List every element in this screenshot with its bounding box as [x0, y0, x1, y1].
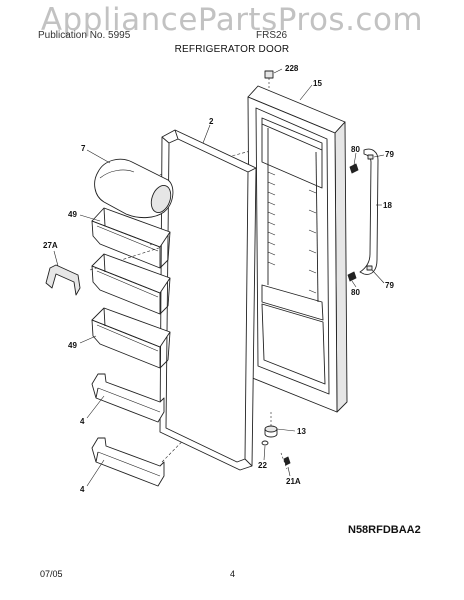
footer-date: 07/05	[40, 569, 63, 579]
callout-22: 22	[258, 461, 267, 470]
screw-part-80-lower	[347, 271, 357, 282]
callout-27a: 27A	[43, 241, 58, 250]
page-title: REFRIGERATOR DOOR	[174, 44, 290, 55]
door-bin-part-49-lower	[91, 307, 171, 369]
plug-part-228	[264, 70, 274, 88]
callout-79-lower: 79	[385, 281, 394, 290]
callout-79-upper: 79	[385, 150, 394, 159]
diagram-reference-code: N58RFDBAA2	[348, 524, 421, 536]
door-bin-part-49-upper	[91, 207, 171, 269]
door-bin-part-49-middle	[91, 253, 171, 315]
callout-49-lower: 49	[68, 341, 77, 350]
callout-15: 15	[313, 79, 322, 88]
plug-part-79-lower	[366, 265, 373, 271]
dairy-door-part-7	[94, 158, 174, 219]
plug-part-79-upper	[367, 154, 374, 160]
header-publication: Publication No. 5995	[38, 30, 131, 41]
callout-49-upper: 49	[68, 210, 77, 219]
callout-80-upper: 80	[351, 145, 360, 154]
bracket-part-27a	[45, 264, 81, 296]
footer-page-number: 4	[230, 569, 236, 579]
header-model: FRS26	[256, 30, 288, 41]
door-handle-part-18	[359, 148, 379, 275]
callout-13: 13	[297, 427, 306, 436]
shallow-bin-part-4-lower	[91, 437, 165, 487]
callout-4-upper: 4	[80, 417, 85, 426]
callout-21a: 21A	[286, 477, 301, 486]
callout-leaders	[53, 68, 385, 487]
callout-80-lower: 80	[351, 288, 360, 297]
callout-228: 228	[285, 64, 299, 73]
hinge-bushing-part-13	[264, 412, 278, 438]
door-assembly-part-15	[247, 85, 348, 413]
door-gasket-part-2	[159, 129, 257, 471]
screw-part-80-upper	[349, 163, 359, 174]
callout-labels: 228 15 2 7 80 79 49 18 27A 80 79 49 4 13…	[43, 64, 394, 494]
shallow-bin-part-4-upper	[91, 373, 165, 423]
screw-part-21a	[280, 452, 291, 470]
watermark: AppliancePartsPros.com	[40, 2, 424, 38]
callout-4-lower: 4	[80, 485, 85, 494]
callout-2: 2	[209, 117, 214, 126]
callout-18: 18	[383, 201, 392, 210]
washer-part-22	[261, 440, 269, 446]
callout-7: 7	[81, 144, 86, 153]
